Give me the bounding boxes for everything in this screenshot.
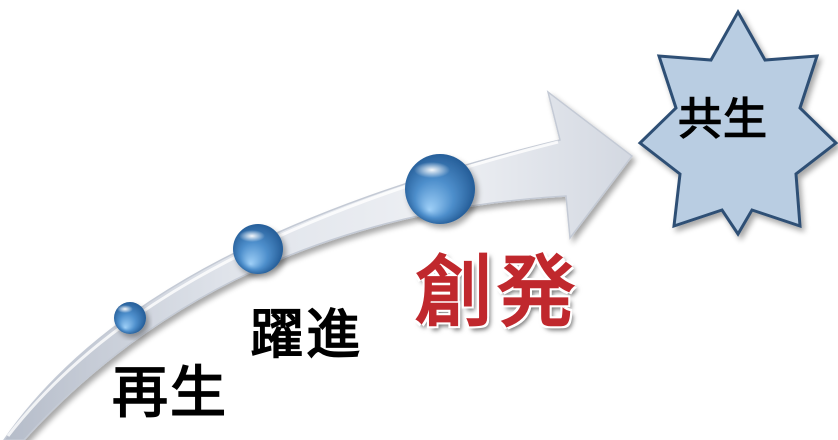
goal-star — [637, 8, 838, 237]
stage-1-sphere — [114, 302, 146, 334]
stage-3-label: 創発 — [415, 248, 580, 338]
stage-3-sphere — [405, 154, 475, 224]
stage-2-sphere — [233, 224, 283, 274]
stage-1-label: 再生 — [112, 361, 228, 426]
goal-label: 共生 — [678, 94, 768, 145]
stage-2-label: 躍進 — [250, 303, 362, 366]
